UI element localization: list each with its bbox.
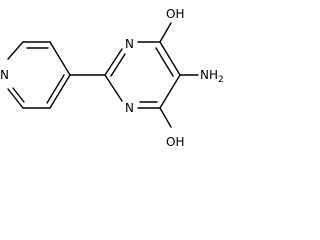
bond-c6-c5 <box>159 41 181 76</box>
bond-c3-c4 <box>49 41 71 76</box>
bond-c4-c5-inner <box>46 74 65 104</box>
pyridine-nitrogen-label: N <box>0 68 9 82</box>
bond-c2-n1-inner <box>110 53 126 77</box>
bond-n3-c2 <box>104 74 123 102</box>
ring-nitrogen-top-label: N <box>125 37 134 51</box>
amine-symbol: NH <box>200 68 218 82</box>
bond-n-c2 <box>7 41 24 60</box>
pyridine-ring <box>7 41 71 109</box>
hydroxyl-top-label: OH <box>166 7 184 21</box>
chemical-structure: N N N OH OH NH2 <box>0 7 224 149</box>
amine-label: NH2 <box>200 68 224 85</box>
ring-nitrogen-bottom-label: N <box>125 101 134 115</box>
bond-c6-n <box>7 88 24 109</box>
bond-c6-oh-top <box>159 22 172 43</box>
amine-subscript: 2 <box>218 75 224 85</box>
bond-c4-oh-bottom <box>159 107 172 128</box>
pyrimidine-ring <box>104 41 181 109</box>
bond-c6-n-inner <box>12 87 25 103</box>
bond-c4-c5 <box>49 74 71 109</box>
bond-c6-c5-inner <box>155 47 174 77</box>
bond-c5-c4 <box>159 74 181 109</box>
bond-c2-n1 <box>104 48 123 76</box>
hydroxyl-bottom-label: OH <box>166 135 184 149</box>
